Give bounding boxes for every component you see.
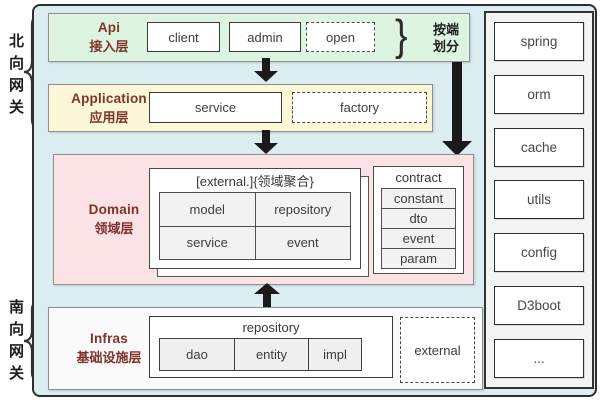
api-box-admin: admin	[229, 22, 301, 52]
infras-box-external: external	[400, 317, 475, 383]
api-layer: Api 接入层 client admin open } 按端 划分	[48, 11, 470, 62]
sidebar-item-orm: orm	[494, 74, 584, 114]
aggregate-cell-service: service	[160, 226, 255, 259]
contract-box: contract constant dto event param	[373, 166, 464, 274]
domain-layer-title-zh: 领域层	[94, 221, 134, 236]
sidebar-item-spring: spring	[494, 22, 584, 61]
contract-item-param: param	[382, 249, 455, 268]
domain-layer-title: Domain 领域层	[62, 155, 166, 284]
sidebar-item-utils: utils	[494, 180, 584, 220]
aggregate-cell-model: model	[160, 193, 255, 226]
infras-layer-title-en: Infras	[90, 331, 128, 346]
application-layer-title-en: Application	[71, 90, 147, 106]
application-box-service: service	[149, 92, 282, 123]
api-box-open: open	[306, 22, 375, 52]
repository-cell-dao: dao	[160, 339, 234, 370]
aggregate-cell-event: event	[255, 226, 350, 259]
annotation-line-1: 按端	[432, 22, 459, 37]
domain-layer-title-en: Domain	[88, 202, 140, 217]
api-layer-title-zh: 接入层	[89, 39, 129, 54]
down-arrow-api-to-application-icon	[254, 58, 278, 82]
sidebar-item-more: ...	[494, 338, 584, 378]
components-sidebar: spring orm cache utils config D3boot ...	[484, 11, 594, 389]
south-gateway-brace-icon	[23, 301, 39, 381]
application-layer-title-zh: 应用层	[89, 109, 129, 125]
domain-layer: Domain 领域层 [external.]{领域聚合} model repos…	[53, 154, 474, 285]
application-layer-title: Application 应用层	[57, 85, 161, 131]
repository-cell-impl: impl	[309, 339, 361, 370]
domain-aggregate-box: [external.]{领域聚合} model repository servi…	[149, 168, 361, 269]
application-layer: Application 应用层 service factory	[48, 84, 433, 132]
infras-layer: Infras 基础设施层 repository dao entity impl …	[48, 307, 483, 390]
contract-item-event: event	[382, 229, 455, 248]
infras-layer-title-zh: 基础设施层	[76, 350, 142, 365]
annotation-line-2: 划分	[432, 39, 459, 54]
grouping-brace-icon: }	[395, 11, 408, 60]
aggregate-cell-repository: repository	[255, 193, 350, 226]
application-box-factory: factory	[292, 92, 427, 123]
repository-title: repository	[242, 320, 300, 335]
down-arrow-application-to-domain-icon	[254, 130, 278, 154]
sidebar-item-cache: cache	[494, 127, 584, 167]
diagram-container: Api 接入层 client admin open } 按端 划分 Applic…	[32, 4, 597, 397]
contract-title: contract	[395, 170, 442, 185]
down-arrow-api-to-domain-icon	[442, 62, 472, 156]
contract-items: constant dto event param	[381, 188, 456, 269]
infras-repository-box: repository dao entity impl	[149, 316, 393, 378]
north-gateway-label: 北向网关	[7, 33, 24, 121]
sidebar-item-config: config	[494, 233, 584, 273]
contract-item-constant: constant	[382, 189, 455, 208]
api-box-client: client	[147, 22, 220, 52]
aggregate-title: [external.]{领域聚合}	[196, 174, 314, 189]
aggregate-grid: model repository service event	[159, 192, 351, 260]
contract-item-dto: dto	[382, 209, 455, 228]
api-layer-title: Api 接入层	[57, 14, 161, 61]
north-gateway-brace-icon	[23, 15, 39, 129]
repository-row: dao entity impl	[159, 338, 362, 371]
split-by-endpoint-annotation: 按端 划分	[423, 21, 469, 55]
south-gateway-label: 南向网关	[7, 299, 24, 387]
api-layer-title-en: Api	[97, 20, 121, 35]
repository-cell-entity: entity	[235, 339, 308, 370]
sidebar-item-d3boot: D3boot	[494, 286, 584, 326]
up-arrow-infras-to-domain-icon	[254, 283, 280, 309]
infras-layer-title: Infras 基础设施层	[57, 308, 161, 389]
